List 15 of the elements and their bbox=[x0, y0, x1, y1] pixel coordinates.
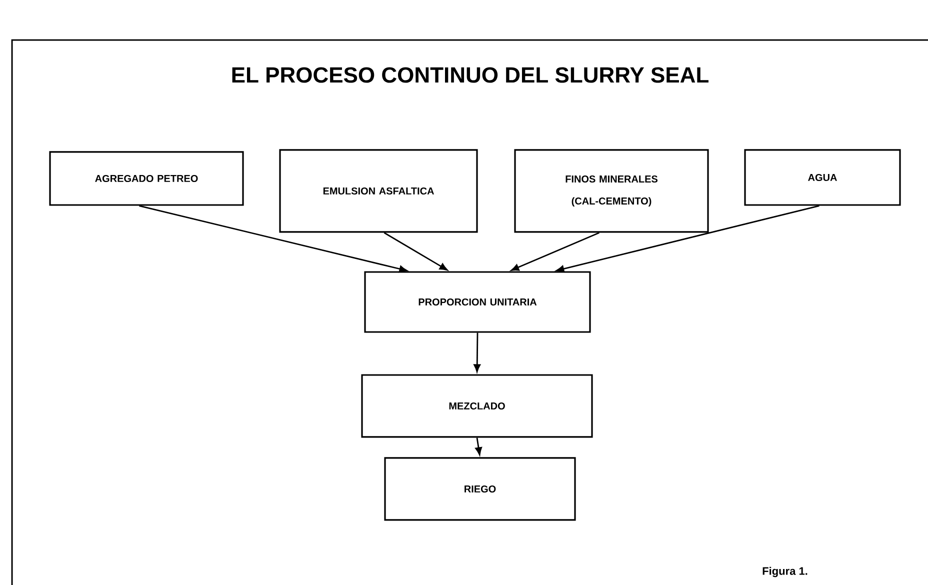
process-box: FINOS MINERALES (CAL-CEMENTO) bbox=[514, 149, 709, 233]
process-box: MEZCLADO bbox=[361, 374, 593, 438]
caption: Figura 1. bbox=[762, 566, 808, 578]
title: EL PROCESO CONTINUO DEL SLURRY SEAL bbox=[232, 67, 708, 83]
process-box: AGUA bbox=[744, 149, 901, 206]
process-box: AGREGADO PETREO bbox=[49, 151, 244, 206]
arrow bbox=[384, 232, 448, 270]
arrow bbox=[511, 232, 600, 271]
arrow bbox=[139, 205, 408, 272]
process-box: PROPORCION UNITARIA bbox=[364, 271, 591, 333]
process-box: RIEGO bbox=[384, 457, 576, 521]
arrow bbox=[475, 438, 482, 456]
arrow bbox=[556, 205, 820, 272]
arrow bbox=[474, 332, 481, 372]
process-box: EMULSION ASFALTICA bbox=[279, 149, 478, 233]
